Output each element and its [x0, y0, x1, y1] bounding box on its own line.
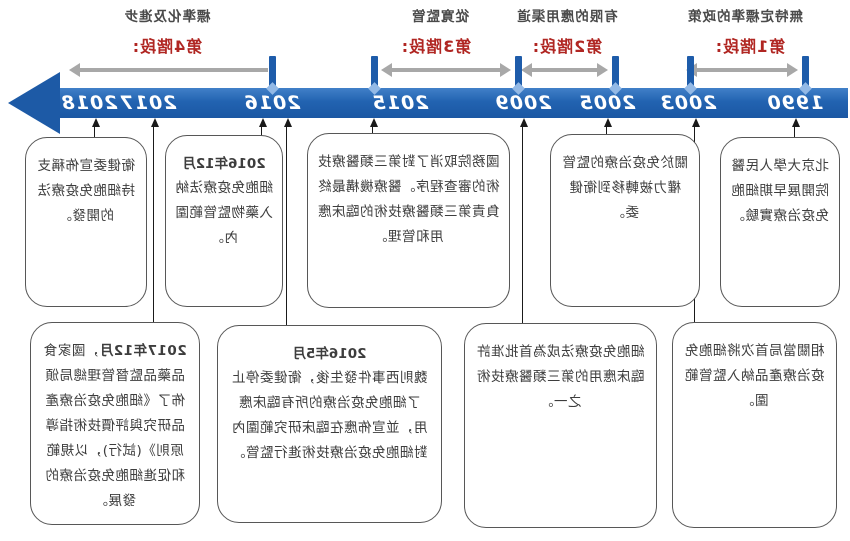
year-2005: 2005: [578, 92, 636, 114]
stage-label-3: 第3階段:: [400, 37, 472, 56]
timeline-arrowhead-icon: [8, 72, 60, 134]
stage-category-3: 從寬監管: [411, 9, 469, 25]
stage1-span-arrow: [697, 68, 787, 72]
stage2-span-arrow: [532, 68, 597, 72]
event-text: 細胞免疫療法納入藥物監管範圍內。: [175, 180, 273, 246]
event-box-2018: 衛健委宣佈稱支持細胞免疫療法的開發。: [25, 137, 147, 307]
connector-arrow-icon: [370, 118, 378, 127]
connector-2017: [153, 124, 154, 322]
event-box-2003: 相關當局首次將細胞免疫治療產品納入監管範圍。: [672, 322, 837, 528]
stage-label-1: 第1階段:: [714, 37, 786, 56]
connector-arrow-icon: [92, 118, 100, 127]
year-2017: 2017: [119, 92, 177, 114]
connector-arrow-icon: [692, 118, 700, 127]
year-2018: 2018: [60, 92, 118, 114]
event-text: 北京大學人民醫院開展早期細胞免疫治療實驗。: [731, 158, 829, 224]
connector-arrow-icon: [284, 118, 292, 127]
event-date-lead: 2017年12月: [99, 343, 187, 359]
stage-label-4: 第4階段:: [131, 37, 203, 56]
connector-arrow-icon: [604, 118, 612, 127]
event-text: 2017年12月，國家食品藥品監督管理總局頒佈了《細胞免疫治療產品研究與評價技術…: [40, 339, 190, 514]
event-box-1990: 北京大學人民醫院開展早期細胞免疫治療實驗。: [720, 137, 840, 307]
connector-arrow-icon: [520, 118, 528, 127]
event-text: 細胞免疫療法成為首批准許臨床應用的第三類醫療技術之一。: [476, 344, 645, 410]
connector-arrow-icon: [259, 118, 267, 127]
event-box-2009: 細胞免疫療法成為首批准許臨床應用的第三類醫療技術之一。: [464, 323, 657, 528]
stage-category-1: 無特定標準的政策: [687, 9, 803, 25]
year-2003: 2003: [659, 92, 717, 114]
connector-arrow-icon: [151, 118, 159, 127]
year-2016: 2016: [243, 92, 301, 114]
year-2009: 2009: [494, 92, 552, 114]
year-2015: 2015: [371, 92, 429, 114]
event-box-2016-12: 2016年12月 細胞免疫療法納入藥物監管範圍內。: [165, 135, 283, 307]
event-date-title: 2016年12月: [182, 156, 266, 172]
event-text: 魏則西事件發生後，衛健委停止了細胞免疫治療的所有臨床應用，並宣佈應在臨床研究範圍…: [231, 370, 428, 461]
event-text: 國務院取消了對第三類醫療技術的審查程序。醫療機構最終負責第三類醫療技術的臨床應用…: [317, 154, 500, 245]
year-1990: 1990: [766, 92, 824, 114]
event-text: 衛健委宣佈稱支持細胞免疫療法的開發。: [37, 158, 135, 224]
connector-2009: [522, 124, 523, 323]
stage3-span-arrow: [392, 68, 500, 72]
event-date-title: 2016年5月: [292, 346, 367, 362]
connector-arrow-icon: [792, 118, 800, 127]
stage-category-4: 標準化及進步: [123, 9, 211, 25]
event-box-2017: 2017年12月，國家食品藥品監督管理總局頒佈了《細胞免疫治療產品研究與評價技術…: [30, 322, 200, 525]
event-box-2015: 國務院取消了對第三類醫療技術的審查程序。醫療機構最終負責第三類醫療技術的臨床應用…: [307, 133, 510, 308]
event-text: 關於免疫治療的監管權力被轉移到衛健委。: [562, 155, 688, 221]
connector-2016-bottom: [286, 124, 287, 325]
event-text: 相關當局首次將細胞免疫治療產品納入監管範圍。: [684, 343, 825, 409]
stage4-span-arrow: [80, 68, 268, 72]
event-box-2005: 關於免疫治療的監管權力被轉移到衛健委。: [550, 134, 700, 307]
event-box-2016-05: 2016年5月 魏則西事件發生後，衛健委停止了細胞免疫治療的所有臨床應用，並宣佈…: [217, 325, 442, 523]
event-text-rest: ，國家食品藥品監督管理總局頒佈了《細胞免疫治療產品研究與評價技術指導原則》(試行…: [43, 343, 185, 509]
